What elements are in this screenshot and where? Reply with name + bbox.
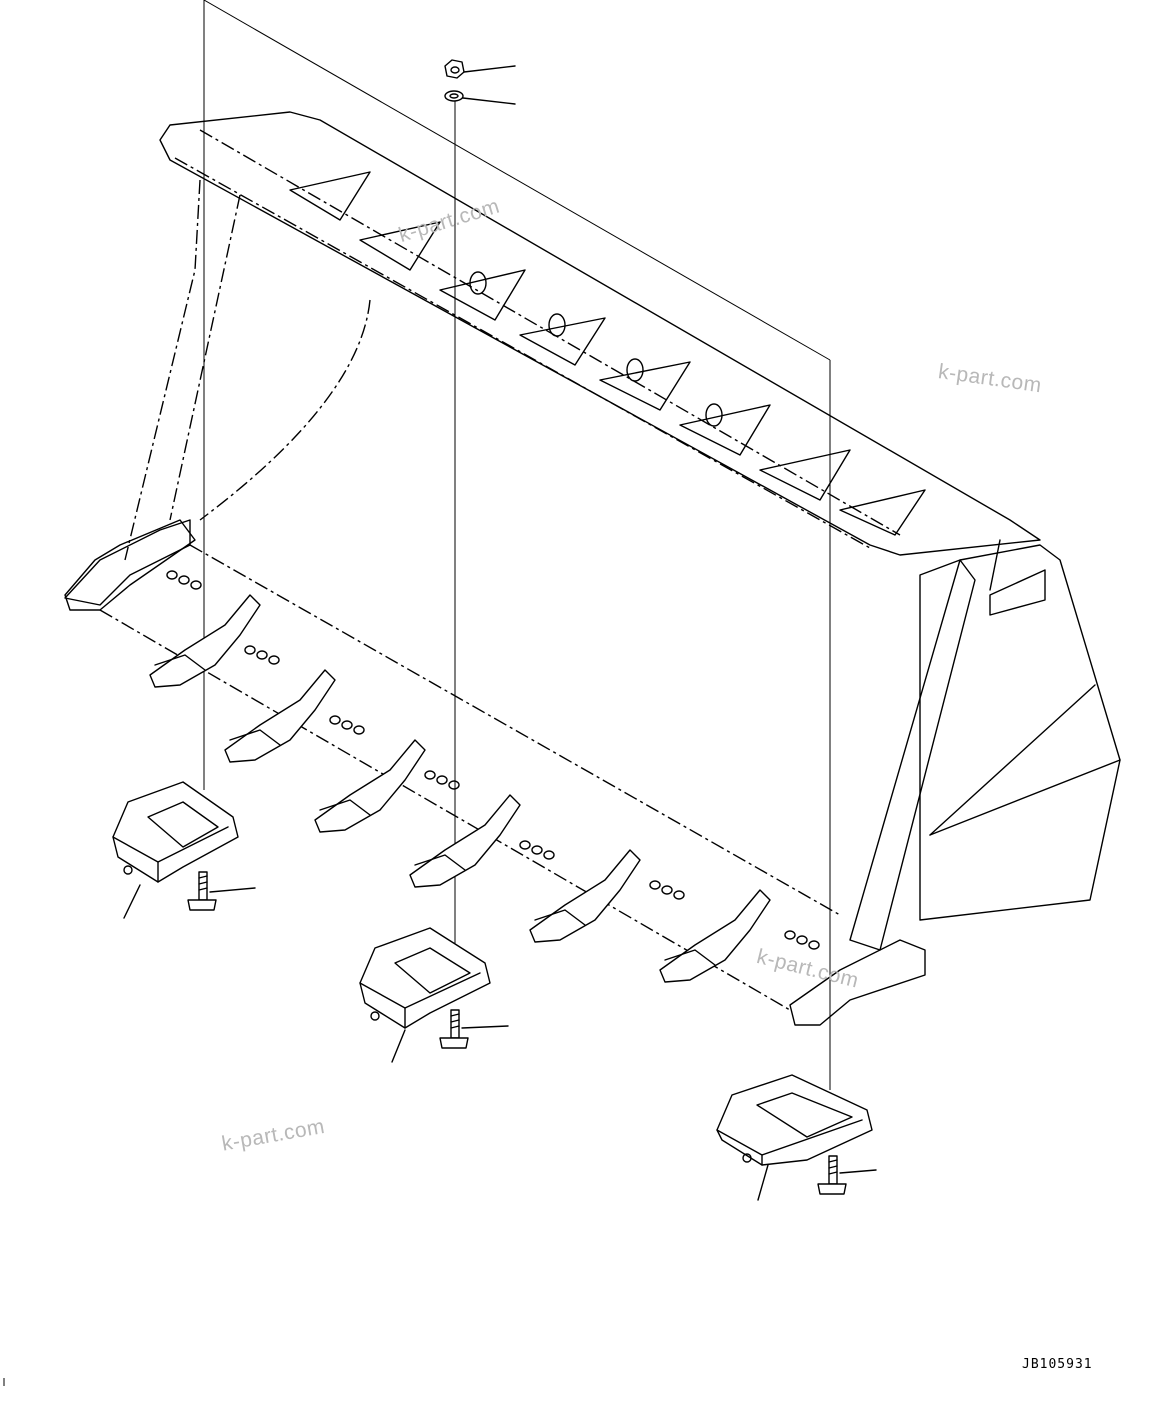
wear-shoe-icon xyxy=(359,927,491,1029)
adapter-holes xyxy=(166,570,820,950)
bucket xyxy=(64,111,1121,1026)
washer-leader xyxy=(462,97,516,105)
tooth-5 xyxy=(529,849,641,943)
tooth-6 xyxy=(659,889,771,983)
bolt-leader-3 xyxy=(839,1169,877,1174)
nut-leader xyxy=(463,65,516,73)
bolt-icon xyxy=(187,871,217,911)
hex-nut-icon xyxy=(444,59,465,79)
drawing-code: JB105931 xyxy=(1022,1357,1093,1372)
tooth-3 xyxy=(314,739,426,833)
wear-shoe-icon xyxy=(112,781,239,883)
wear-shoe-leader-1 xyxy=(123,884,141,919)
tooth-2 xyxy=(224,669,336,763)
bolt-icon xyxy=(817,1155,847,1195)
bolt-icon xyxy=(439,1009,469,1049)
wear-shoe-leader-2 xyxy=(391,1029,406,1063)
tooth-1 xyxy=(149,594,261,688)
wear-shoe-leader-3 xyxy=(757,1164,769,1201)
bolt-leader-1 xyxy=(209,887,256,893)
bucket-teeth xyxy=(149,570,820,983)
bolt-leader-2 xyxy=(461,1025,509,1029)
washer-icon xyxy=(444,90,464,102)
wear-shoe-icon xyxy=(716,1074,873,1166)
top-rail-plates xyxy=(289,171,926,536)
tooth-4 xyxy=(409,794,521,888)
